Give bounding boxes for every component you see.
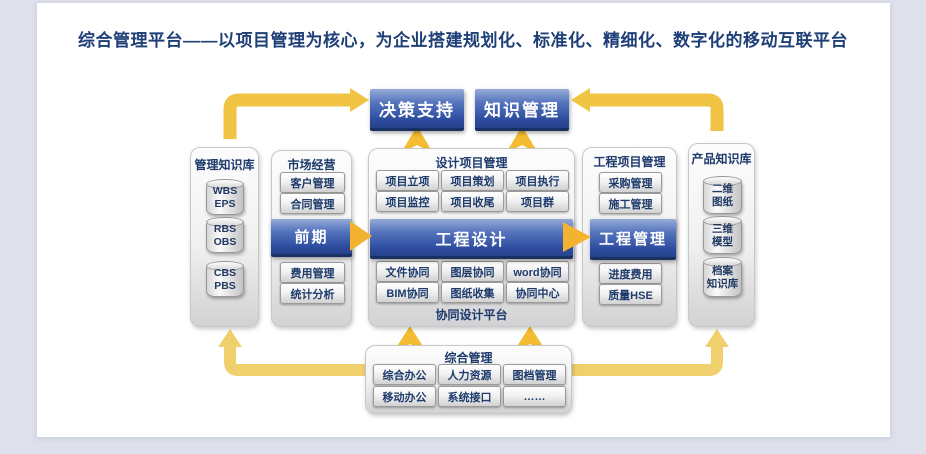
panel-title: 管理知识库: [194, 158, 255, 172]
module-button: 项目策划: [441, 170, 504, 191]
cylinder-label: 二维: [712, 183, 733, 196]
panel-general-management: 综合管理 综合办公 人力资源 图档管理 移动办公 系统接口 ……: [365, 345, 572, 414]
cylinder-label: WBS: [212, 185, 238, 198]
database-cylinder-icon: 档案 知识库: [703, 257, 742, 297]
cylinder-label: 模型: [712, 236, 733, 248]
collaborative-platform-label: 协同设计平台: [435, 308, 508, 322]
stage-box-engineering-mgmt: 工程管理: [590, 219, 676, 260]
knowledge-management-box: 知识管理: [475, 89, 569, 131]
module-button: word协同: [506, 261, 569, 282]
cylinder-label: EPS: [214, 198, 236, 210]
stage-box-engineering-design: 工程设计: [370, 219, 573, 259]
cylinder-label: CBS: [213, 267, 237, 280]
module-button: 施工管理: [599, 193, 662, 214]
module-button: 项目执行: [506, 170, 569, 191]
module-button: 图纸收集: [441, 282, 504, 303]
database-cylinder-icon: 二维 图纸: [703, 176, 742, 214]
module-button: 采购管理: [599, 172, 662, 193]
module-button: BIM协同: [376, 282, 439, 303]
panel-mgmt-knowledge-base: 管理知识库 WBS EPS RBS OBS CBS PBS: [190, 147, 259, 327]
module-button: 综合办公: [373, 364, 436, 385]
panel-product-knowledge-base: 产品知识库 二维 图纸 三维 模型 档案 知识库: [688, 143, 755, 327]
module-button: 人力资源: [438, 364, 501, 385]
module-button: 移动办公: [373, 386, 436, 407]
decision-support-label: 决策支持: [379, 101, 455, 120]
page-title: 综合管理平台——以项目管理为核心，为企业搭建规划化、标准化、精细化、数字化的移动…: [78, 31, 848, 50]
module-button: 项目立项: [376, 170, 439, 191]
database-cylinder-icon: 三维 模型: [703, 216, 742, 254]
cylinder-label: RBS: [213, 223, 237, 236]
panel-title: 设计项目管理: [435, 156, 508, 170]
module-button: 文件协同: [376, 261, 439, 282]
cylinder-label: 三维: [712, 223, 733, 236]
stage-box-preliminary: 前期: [271, 219, 352, 257]
database-cylinder-icon: CBS PBS: [206, 261, 244, 297]
module-button: 项目群: [506, 191, 569, 212]
module-button: 进度费用: [599, 263, 662, 284]
panel-engineering-project-mgmt: 工程项目管理 采购管理 施工管理 工程管理 进度费用 质量HSE: [582, 147, 677, 327]
cylinder-label: 图纸: [712, 196, 733, 208]
module-button: 合同管理: [280, 193, 345, 214]
module-button: 质量HSE: [599, 284, 662, 305]
module-button: 项目收尾: [441, 191, 504, 212]
cylinder-label: 档案: [712, 265, 733, 278]
cylinder-label: 知识库: [706, 278, 739, 290]
database-cylinder-icon: WBS EPS: [206, 179, 244, 215]
panel-design-project-mgmt: 设计项目管理 项目立项 项目策划 项目执行 项目监控 项目收尾 项目群 工程设计…: [368, 148, 575, 327]
database-cylinder-icon: RBS OBS: [206, 217, 244, 253]
module-button: 图层协同: [441, 261, 504, 282]
panel-market-operation: 市场经营 客户管理 合同管理 前期 费用管理 统计分析: [271, 150, 352, 327]
module-button: 项目监控: [376, 191, 439, 212]
knowledge-management-label: 知识管理: [484, 101, 560, 120]
panel-title: 产品知识库: [691, 152, 752, 166]
module-button: 图档管理: [503, 364, 566, 385]
panel-title: 工程项目管理: [593, 155, 666, 169]
cylinder-label: OBS: [213, 236, 237, 248]
module-button: 费用管理: [280, 262, 345, 283]
cylinder-label: PBS: [214, 280, 236, 292]
module-button: ……: [503, 386, 566, 407]
module-button: 系统接口: [438, 386, 501, 407]
module-button: 统计分析: [280, 283, 345, 304]
module-button: 协同中心: [506, 282, 569, 303]
module-button: 客户管理: [280, 172, 345, 193]
decision-support-box: 决策支持: [370, 89, 464, 131]
panel-title: 市场经营: [287, 158, 336, 172]
